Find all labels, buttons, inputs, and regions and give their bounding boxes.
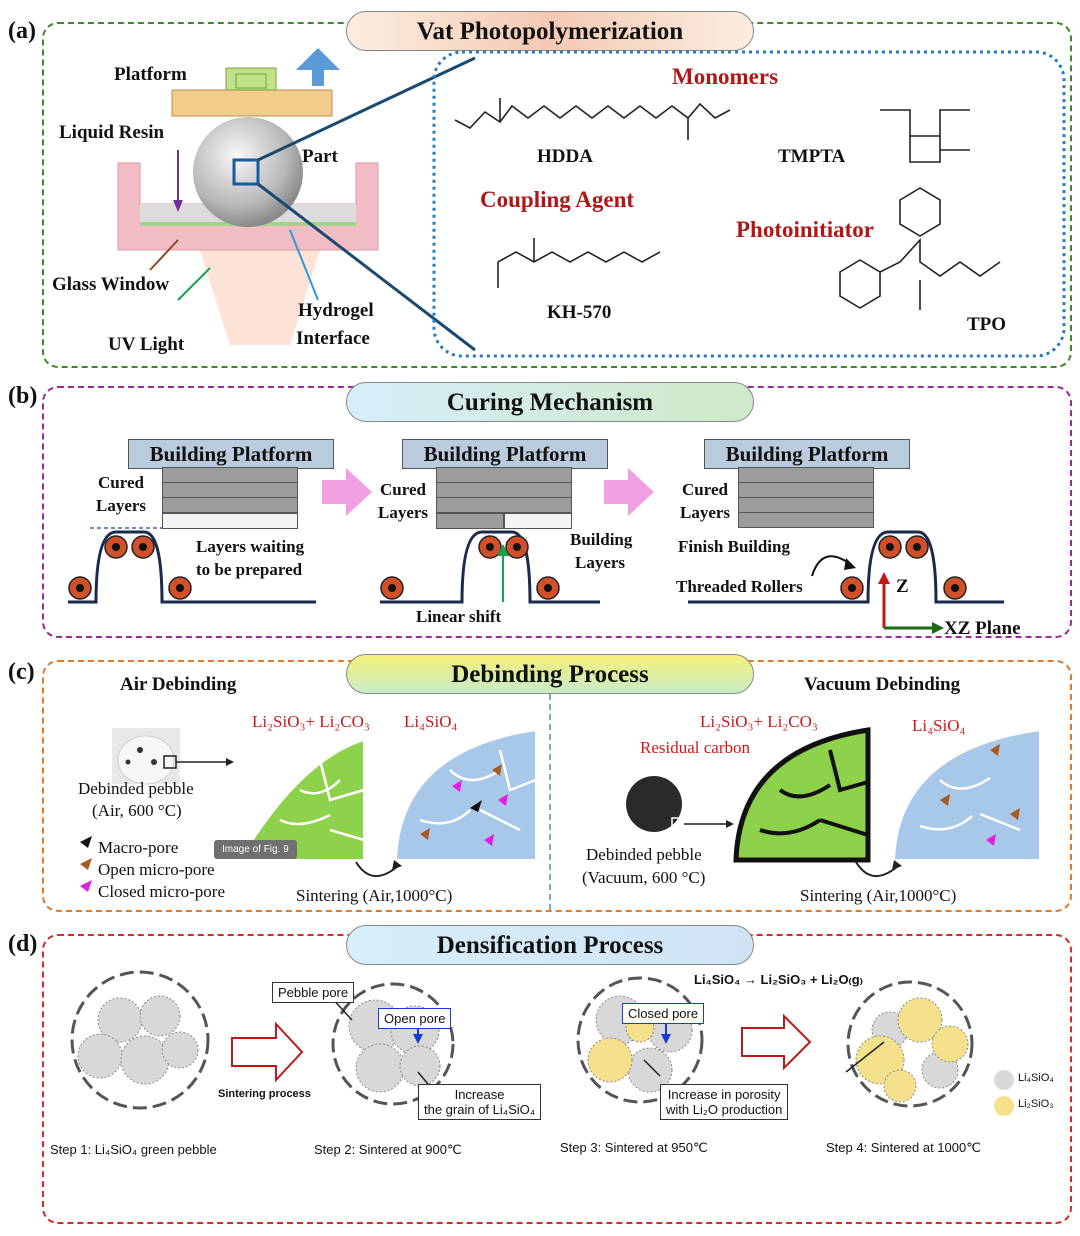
- building-layer: [436, 513, 504, 529]
- z-axis-label: Z: [896, 576, 909, 597]
- vat-setup-illustration: [117, 48, 1066, 358]
- sintering-process-label: Sintering process: [218, 1088, 311, 1100]
- legend-li2sio3: Li₂SiO₃: [1018, 1098, 1054, 1110]
- step-2-caption: Step 2: Sintered at 900℃: [314, 1142, 462, 1157]
- debinded-air-1: Debinded pebble: [78, 779, 194, 798]
- photoinitiator-heading: Photoinitiator: [736, 217, 874, 242]
- panel-c-divider: [549, 694, 551, 912]
- image-caption-tag[interactable]: Image of Fig. 9: [214, 840, 297, 859]
- increase-porosity-line-2: with Li₂O production: [666, 1102, 783, 1117]
- hydrogel-label-2: Interface: [296, 328, 370, 349]
- panel-b-label: (b): [8, 383, 38, 409]
- panel-a-title: Vat Photopolymerization: [346, 11, 754, 51]
- building-platform-2: Building Platform: [402, 439, 608, 469]
- waiting-layer: [504, 513, 572, 529]
- cured-layers-3a: Cured: [682, 480, 728, 499]
- building-platform-1: Building Platform: [128, 439, 334, 469]
- increase-grain-box: Increase the grain of Li₄SiO₄: [418, 1084, 542, 1120]
- panel-d-title: Densification Process: [346, 925, 754, 965]
- tmpta-label: TMPTA: [778, 146, 846, 167]
- legend-macro-pore: Macro-pore: [98, 838, 179, 857]
- panel-d-label: (d): [8, 931, 38, 957]
- cured-layers-3b: Layers: [680, 503, 731, 522]
- linear-shift-label: Linear shift: [416, 607, 502, 626]
- sintering-vac-label: Sintering (Air,1000°C): [800, 886, 957, 905]
- vacuum-debinding-heading: Vacuum Debinding: [804, 674, 961, 695]
- waiting-layer: [162, 513, 298, 529]
- cured-layers-2a: Cured: [380, 480, 426, 499]
- step-4-caption: Step 4: Sintered at 1000℃: [826, 1140, 981, 1155]
- building-layers-2: Layers: [575, 553, 626, 572]
- liquid-resin-label: Liquid Resin: [59, 122, 165, 143]
- monomers-heading: Monomers: [672, 64, 779, 89]
- legend-closed-micro-pore: Closed micro-pore: [98, 882, 225, 901]
- cured-layers-1a: Cured: [98, 473, 144, 492]
- panel-b-title: Curing Mechanism: [346, 382, 754, 422]
- waiting-label-2: to be prepared: [196, 560, 303, 579]
- cured-layer: [436, 497, 572, 513]
- sintering-air-label: Sintering (Air,1000°C): [296, 886, 453, 905]
- air-mixture-label: Li₂SiO₃+ Li₂CO₃: [252, 712, 370, 731]
- step-3-caption: Step 3: Sintered at 950℃: [560, 1140, 708, 1155]
- finish-building-label: Finish Building: [678, 537, 790, 556]
- step-1-caption: Step 1: Li₄SiO₄ green pebble: [50, 1142, 217, 1157]
- air-li4sio4-label: Li₄SiO₄: [404, 712, 458, 731]
- panel-a-label: (a): [8, 18, 36, 44]
- air-debinding-heading: Air Debinding: [120, 674, 237, 695]
- residual-carbon-label: Residual carbon: [640, 738, 750, 757]
- debinded-vac-1: Debinded pebble: [586, 845, 702, 864]
- legend-open-micro-pore: Open micro-pore: [98, 860, 215, 879]
- glass-window-label: Glass Window: [52, 274, 170, 295]
- xz-plane-label: XZ Plane: [944, 618, 1021, 639]
- hdda-label: HDDA: [537, 146, 593, 167]
- cured-layers-2b: Layers: [378, 503, 429, 522]
- cured-layers-1b: Layers: [96, 496, 147, 515]
- coupling-agent-heading: Coupling Agent: [480, 187, 635, 212]
- increase-porosity-box: Increase in porosity with Li₂O productio…: [660, 1084, 789, 1120]
- open-pore-label: Open pore: [378, 1008, 452, 1029]
- increase-grain-line-2: the grain of Li₄SiO₄: [424, 1102, 536, 1117]
- part-label: Part: [302, 146, 338, 167]
- vac-li4sio4-label: Li₄SiO₄: [912, 716, 966, 735]
- tpo-label: TPO: [967, 314, 1007, 335]
- cured-layer: [162, 497, 298, 513]
- curing-mechanism-illustration: [68, 468, 1004, 634]
- platform-label: Platform: [114, 64, 187, 85]
- cured-layer: [738, 512, 874, 528]
- reaction-equation: Li₄SiO₄ → Li₂SiO₃ + Li₂O₍g₎: [694, 972, 863, 987]
- increase-grain-line-1: Increase: [454, 1087, 505, 1102]
- hydrogel-label-1: Hydrogel: [298, 300, 374, 321]
- densification-illustration: [70, 970, 1014, 1116]
- debinded-vac-2: (Vacuum, 600 °C): [582, 868, 706, 887]
- threaded-rollers-label: Threaded Rollers: [676, 577, 803, 596]
- building-layers-1: Building: [570, 530, 633, 549]
- closed-pore-label: Closed pore: [622, 1003, 705, 1024]
- increase-porosity-line-1: Increase in porosity: [667, 1087, 781, 1102]
- vac-mixture-label: Li₂SiO₃+ Li₂CO₃: [700, 712, 818, 731]
- debinding-illustration: [80, 727, 1041, 892]
- panel-c-title: Debinding Process: [346, 654, 754, 694]
- debinded-air-2: (Air, 600 °C): [92, 801, 182, 820]
- legend-li4sio4: Li₄SiO₄: [1018, 1072, 1054, 1084]
- pebble-pore-label: Pebble pore: [272, 982, 355, 1003]
- waiting-label-1: Layers waiting: [196, 537, 305, 556]
- panel-c-label: (c): [8, 659, 35, 685]
- kh570-label: KH-570: [547, 302, 612, 323]
- uv-light-label: UV Light: [108, 334, 185, 355]
